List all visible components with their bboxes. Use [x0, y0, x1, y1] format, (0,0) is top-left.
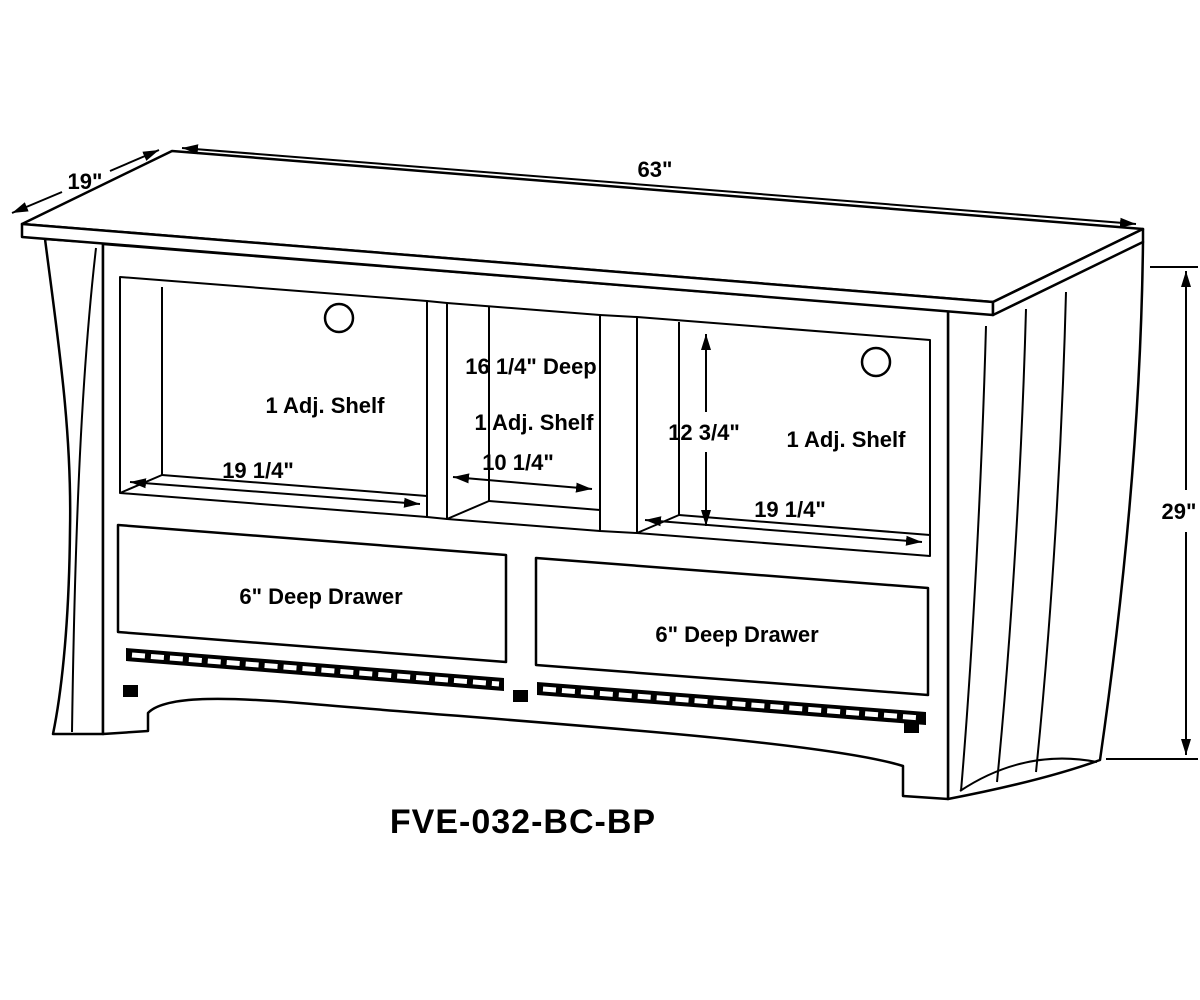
middle-floor-edge [446, 500, 490, 520]
dim-arrow [521, 482, 593, 493]
dim-arrow [658, 185, 1137, 228]
left-vent-strip [123, 648, 528, 702]
right-side-arch [959, 757, 1098, 792]
middle-depth-label: 16 1/4" Deep [465, 354, 597, 379]
dim-right-opening-height-label: 12 3/4" [668, 420, 740, 445]
right-side-slat [960, 325, 987, 792]
vent-bar [537, 682, 926, 725]
vent-slots [542, 686, 922, 721]
dim-arrow [181, 144, 660, 187]
right-shelf-label: 1 Adj. Shelf [787, 427, 907, 452]
right-drawer-front [534, 556, 930, 697]
dim-arrow [452, 473, 523, 484]
dim-arrow [11, 191, 63, 214]
right-vent-strip [537, 682, 926, 733]
cable-grommet-icon [323, 302, 355, 334]
dim-width-label: 63" [638, 157, 673, 182]
cable-grommet-icon [860, 346, 892, 378]
left-drawer-label: 6" Deep Drawer [239, 584, 403, 609]
dimension-width: 63" [181, 144, 1137, 228]
dim-arrow [274, 492, 421, 508]
dim-left-opening-label: 19 1/4" [222, 458, 294, 483]
dim-middle-opening-label: 10 1/4" [482, 450, 554, 475]
vent-end-block [904, 721, 919, 733]
dimension-height: 29" [1106, 266, 1198, 760]
dimension-depth: 19" [11, 149, 160, 214]
dim-arrow [109, 149, 160, 172]
dimension-middle-opening: 10 1/4" [452, 450, 593, 493]
dim-right-opening-label: 19 1/4" [754, 497, 826, 522]
dimension-left-opening: 19 1/4" [129, 458, 421, 508]
vent-end-block [513, 690, 528, 702]
dim-arrow [644, 516, 784, 532]
right-compartment [636, 316, 931, 557]
left-drawer-front [116, 523, 508, 664]
dimension-right-opening-height: 12 3/4" [668, 334, 740, 526]
right-side-slat [996, 308, 1027, 783]
dim-height-label: 29" [1162, 499, 1197, 524]
dim-arrow [782, 530, 923, 546]
vent-slots [131, 652, 500, 687]
left-leg-shape [43, 237, 105, 736]
middle-shelf-label: 1 Adj. Shelf [475, 410, 595, 435]
right-floor-back-edge [678, 514, 931, 536]
right-drawer-label: 6" Deep Drawer [655, 622, 819, 647]
right-opening [636, 316, 931, 557]
dim-depth-label: 19" [68, 169, 103, 194]
vent-end-block [123, 685, 138, 697]
right-side-slat [1035, 291, 1067, 773]
model-number: FVE-032-BC-BP [390, 803, 656, 841]
dim-arrow [129, 478, 276, 494]
middle-floor-back-edge [488, 500, 601, 511]
dimension-right-opening: 19 1/4" [644, 497, 923, 546]
right-side-panel [946, 240, 1145, 801]
top-right-edge [991, 227, 1145, 317]
right-side-shape [946, 240, 1145, 801]
left-shelf-label: 1 Adj. Shelf [266, 393, 386, 418]
left-side-panel [43, 237, 105, 736]
left-leg-curve [71, 247, 97, 733]
left-floor-back-edge [161, 474, 428, 497]
top-panel [20, 149, 1145, 317]
